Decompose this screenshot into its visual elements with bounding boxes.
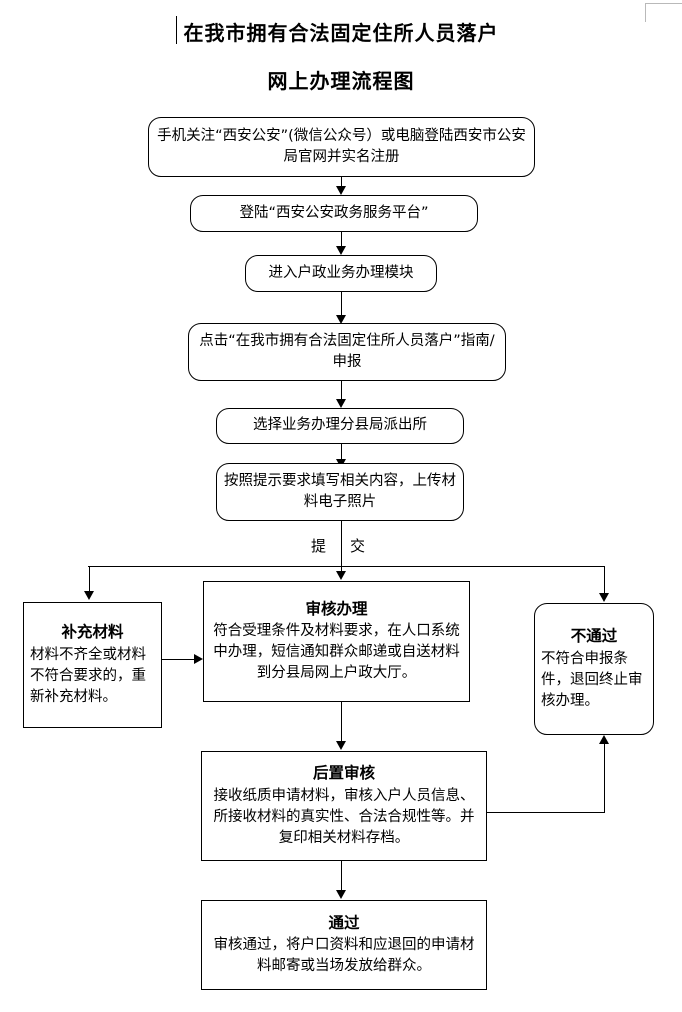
connector-post-review-to-approved bbox=[341, 861, 342, 892]
node-review-process-body: 符合受理条件及材料要求，在人口系统中办理，短信通知群众邮递或自送材料到分县局网上… bbox=[213, 623, 460, 682]
node-post-review[interactable]: 后置审核 接收纸质申请材料，审核入户人员信息、所接收材料的真实性、合法合规性等。… bbox=[201, 751, 487, 861]
connector-submit-bus bbox=[88, 566, 605, 567]
connector-register-to-login bbox=[341, 177, 342, 189]
connector-module-to-guide bbox=[341, 292, 342, 317]
node-approved-headline: 通过 bbox=[328, 913, 360, 932]
arrow-bus-to-review bbox=[336, 571, 346, 580]
node-review-process-headline: 审核办理 bbox=[305, 599, 368, 618]
page-title-line-2: 网上办理流程图 bbox=[267, 69, 415, 93]
arrow-guide-to-station bbox=[336, 399, 346, 408]
node-supplement-body: 材料不齐全或材料不符合要求的，重新补充材料。 bbox=[30, 646, 146, 705]
crop-mark-icon bbox=[645, 3, 682, 22]
connector-bus-to-rejected bbox=[604, 566, 605, 594]
arrow-login-to-module bbox=[336, 246, 346, 255]
connector-post-review-to-rejected-v bbox=[604, 744, 605, 813]
node-fill-upload-body: 按照提示要求填写相关内容，上传材料电子照片 bbox=[224, 472, 456, 510]
node-enter-module-body: 进入户政业务办理模块 bbox=[268, 264, 414, 281]
node-select-station-body: 选择业务办理分县局派出所 bbox=[253, 417, 427, 434]
connector-fill-to-bus bbox=[341, 521, 342, 567]
node-approved[interactable]: 通过 审核通过，将户口资料和应退回的申请材料邮寄或当场发放给群众。 bbox=[201, 900, 487, 990]
node-review-process[interactable]: 审核办理 符合受理条件及材料要求，在人口系统中办理，短信通知群众邮递或自送材料到… bbox=[203, 581, 470, 702]
arrow-module-to-guide bbox=[336, 315, 346, 324]
connector-bus-to-supplement bbox=[89, 566, 90, 592]
node-supplement[interactable]: 补充材料 材料不齐全或材料不符合要求的，重新补充材料。 bbox=[23, 602, 162, 728]
page-title-line-1: 在我市拥有合法固定住所人员落户 bbox=[183, 21, 499, 45]
connector-bus-to-review bbox=[341, 566, 342, 572]
node-login-platform-body: 登陆“西安公安政务服务平台” bbox=[239, 204, 429, 221]
arrow-bus-to-supplement bbox=[84, 591, 94, 600]
node-click-guide[interactable]: 点击“在我市拥有合法固定住所人员落户”指南/申报 bbox=[188, 323, 506, 381]
node-register-body: 手机关注“西安公安”(微信公众号）或电脑登陆西安市公安局官网并实名注册 bbox=[157, 127, 526, 165]
node-click-guide-body: 点击“在我市拥有合法固定住所人员落户”指南/申报 bbox=[199, 332, 495, 370]
connector-guide-to-station bbox=[341, 381, 342, 402]
node-rejected[interactable]: 不通过 不符合申报条件，退回终止审核办理。 bbox=[534, 603, 654, 735]
node-post-review-headline: 后置审核 bbox=[312, 764, 375, 783]
connector-station-to-fill bbox=[341, 444, 342, 461]
node-fill-upload[interactable]: 按照提示要求填写相关内容，上传材料电子照片 bbox=[216, 463, 464, 521]
node-login-platform[interactable]: 登陆“西安公安政务服务平台” bbox=[190, 195, 478, 232]
node-post-review-body: 接收纸质申请材料，审核入户人员信息、所接收材料的真实性、合法合规性等。并复印相关… bbox=[213, 787, 475, 846]
node-approved-body: 审核通过，将户口资料和应退回的申请材料邮寄或当场发放给群众。 bbox=[213, 937, 475, 975]
arrow-bus-to-rejected bbox=[599, 593, 609, 602]
node-register[interactable]: 手机关注“西安公安”(微信公众号）或电脑登陆西安市公安局官网并实名注册 bbox=[148, 117, 535, 177]
branch-label-submit-right: 交 bbox=[350, 537, 366, 555]
node-rejected-headline: 不通过 bbox=[570, 627, 618, 646]
node-rejected-body: 不符合申报条件，退回终止审核办理。 bbox=[541, 650, 643, 709]
node-select-station[interactable]: 选择业务办理分县局派出所 bbox=[216, 408, 464, 444]
connector-post-review-to-rejected-h bbox=[487, 812, 604, 813]
arrow-register-to-login bbox=[336, 186, 346, 195]
connector-supplement-to-review bbox=[162, 659, 195, 660]
node-enter-module[interactable]: 进入户政业务办理模块 bbox=[245, 255, 437, 292]
node-supplement-headline: 补充材料 bbox=[61, 623, 124, 642]
connector-review-to-post-review bbox=[341, 702, 342, 743]
connector-login-to-module bbox=[341, 232, 342, 248]
arrow-post-review-to-approved bbox=[336, 890, 346, 899]
branch-label-submit-left: 提 bbox=[311, 537, 327, 555]
arrow-post-review-to-rejected bbox=[599, 735, 609, 744]
title-caret-rule bbox=[176, 16, 177, 44]
arrow-supplement-to-review bbox=[194, 654, 203, 664]
arrow-review-to-post-review bbox=[336, 741, 346, 750]
